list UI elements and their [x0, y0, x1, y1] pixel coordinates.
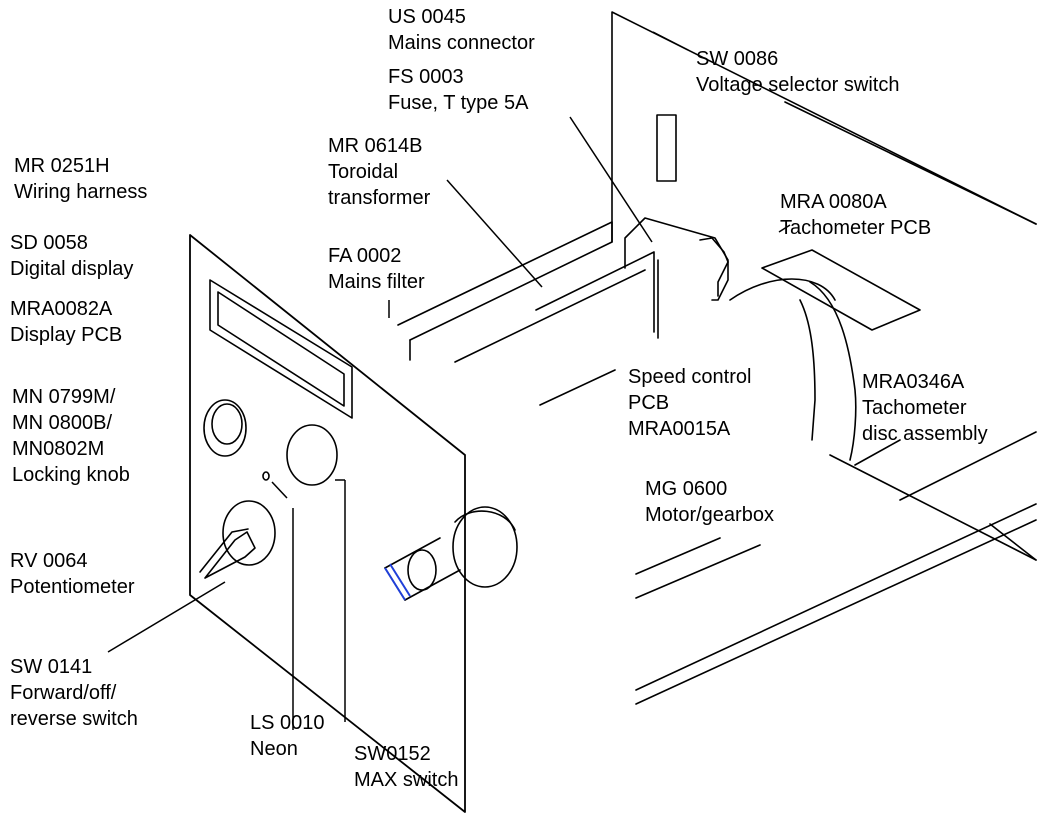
display-window	[209, 279, 353, 419]
label-mra0346a: MRA0346A Tachometer disc assembly	[862, 371, 988, 445]
label-rv0064: RV 0064 Potentiometer	[10, 550, 135, 598]
label-sw0152: SW0152 MAX switch	[354, 743, 459, 791]
speed-control-knob	[384, 506, 518, 601]
locking-knob	[203, 399, 247, 457]
label-speed-control: Speed control PCB MRA0015A	[628, 366, 752, 440]
neon-indicator	[262, 471, 270, 481]
front-panel	[189, 234, 518, 813]
label-sw0141: SW 0141 Forward/off/ reverse switch	[10, 656, 138, 730]
label-us0045: US 0045 Mains connector	[388, 6, 535, 54]
potentiometer-knob	[286, 424, 338, 486]
label-mra0080a: MRA 0080A Tachometer PCB	[780, 191, 932, 239]
label-sd0058: SD 0058 Digital display	[10, 232, 134, 280]
label-mg0600: MG 0600 Motor/gearbox	[645, 478, 774, 526]
label-mr0251h: MR 0251H Wiring harness	[14, 155, 148, 203]
chassis-outline	[397, 11, 1037, 705]
forward-off-reverse-switch	[199, 500, 276, 579]
label-fa0002: FA 0002 Mains filter	[328, 245, 425, 293]
label-fs0003: FS 0003 Fuse, T type 5A	[388, 66, 529, 114]
label-mr0614b: MR 0614B Toroidal transformer	[328, 135, 431, 209]
label-ls0010: LS 0010 Neon	[250, 712, 325, 760]
label-mra0082a: MRA0082A Display PCB	[10, 298, 123, 346]
leader-lines	[107, 31, 791, 730]
label-locking-knob: MN 0799M/ MN 0800B/ MN0802M Locking knob	[12, 386, 130, 486]
label-sw0086: SW 0086 Voltage selector switch	[696, 48, 900, 96]
